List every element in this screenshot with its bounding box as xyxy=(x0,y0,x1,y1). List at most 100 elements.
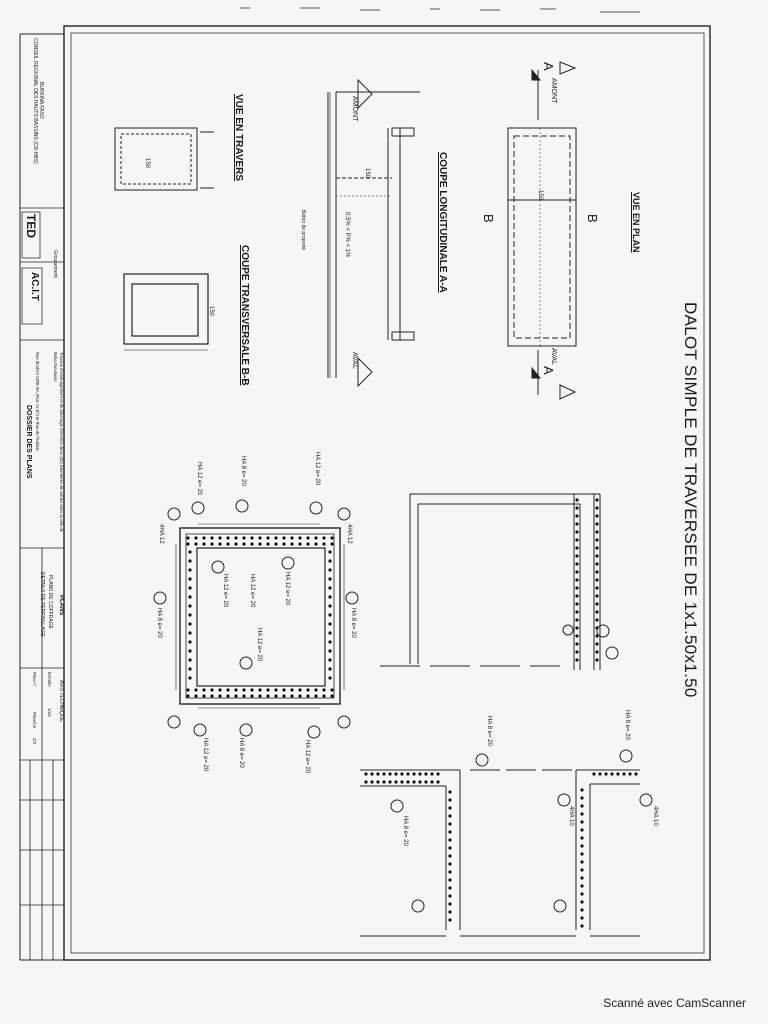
rebar-dot xyxy=(448,894,452,898)
rebar-dot xyxy=(448,902,452,906)
rebar-dot xyxy=(282,536,286,540)
rebar-dot xyxy=(330,536,334,540)
rebar-dot xyxy=(580,924,584,928)
rebar-dot xyxy=(575,610,579,614)
rebar-dot xyxy=(266,536,270,540)
rebar-dot xyxy=(188,658,192,662)
rebar-dot xyxy=(282,542,286,546)
rebar-dot xyxy=(412,772,416,776)
rebar-label-1: HA 12 e= 20 xyxy=(314,452,320,486)
corner-details xyxy=(360,749,653,937)
rebar-dot xyxy=(258,694,262,698)
rebar-dot xyxy=(202,542,206,546)
rebar-label-10b: 4HA 10 xyxy=(652,806,658,826)
rebar-dot xyxy=(322,536,326,540)
rebar-dot xyxy=(298,694,302,698)
rebar-dot xyxy=(394,780,398,784)
tb-planche: 2/2 xyxy=(32,738,37,745)
rebar-dot xyxy=(188,622,192,626)
rebar-dot xyxy=(218,694,222,698)
rebar-dot xyxy=(376,772,380,776)
rebar-dot xyxy=(328,622,332,626)
rebar-dot xyxy=(595,586,599,590)
rebar-dot xyxy=(328,631,332,635)
rebar-dot xyxy=(266,688,270,692)
rebar-dot xyxy=(595,546,599,550)
slope-label: 0.5% < P% < 1% xyxy=(344,212,350,258)
rebar-dot xyxy=(622,772,626,776)
rebar-dot xyxy=(595,530,599,534)
rebar-label-1b: HA 12 e= 20 xyxy=(304,740,310,774)
rebar-dot xyxy=(400,772,404,776)
rebar-label-11: HA 8 e= 20 xyxy=(624,710,630,740)
rebar-dot xyxy=(580,860,584,864)
rebar-dot xyxy=(418,772,422,776)
rebar-dot xyxy=(218,542,222,546)
rebar-dot xyxy=(266,542,270,546)
rebar-dot xyxy=(634,772,638,776)
rebar-dot xyxy=(575,506,579,510)
rebar-dot xyxy=(400,780,404,784)
slab-detail xyxy=(380,493,619,670)
rebar-dot xyxy=(188,604,192,608)
rebar-label-2: HA 12 e= 20 xyxy=(196,462,202,496)
ted-logo xyxy=(21,211,41,259)
rebar-dot xyxy=(575,586,579,590)
rebar-dot xyxy=(575,554,579,558)
rebar-dot xyxy=(188,640,192,644)
rebar-dot xyxy=(382,780,386,784)
rebar-dot xyxy=(210,542,214,546)
rebar-dot xyxy=(580,828,584,832)
rebar-dot xyxy=(328,595,332,599)
rebar-label-5: HA 8 e= 20 xyxy=(156,608,162,638)
rebar-dot xyxy=(188,559,192,563)
rebar-dot xyxy=(234,536,238,540)
rebar-dot xyxy=(382,772,386,776)
tb-ministry: BURKINA FASO xyxy=(38,82,44,119)
plan-view-label: VUE EN PLAN xyxy=(631,192,641,253)
rebar-label-10a: 4HA 10 xyxy=(568,806,574,826)
rebar-dot xyxy=(188,586,192,590)
rebar-dot xyxy=(234,542,238,546)
rebar-dot xyxy=(448,846,452,850)
rebar-dot xyxy=(580,916,584,920)
rebar-dot xyxy=(580,908,584,912)
rebar-dot xyxy=(575,578,579,582)
outer-border xyxy=(63,25,711,961)
rebar-dot xyxy=(575,618,579,622)
rebar-dot xyxy=(580,868,584,872)
cross-view xyxy=(114,127,214,191)
rebar-dot xyxy=(575,514,579,518)
rebar-dot xyxy=(186,536,190,540)
rebar-dot xyxy=(595,642,599,646)
rebar-dot xyxy=(328,550,332,554)
cross-section-label: COUPE TRANSVERSALE B-B xyxy=(239,245,250,386)
rebar-dot xyxy=(595,658,599,662)
rebar-dot xyxy=(274,536,278,540)
rebar-dot xyxy=(328,667,332,671)
cross-section xyxy=(123,273,209,351)
rebar-dot xyxy=(258,688,262,692)
rebar-dot xyxy=(298,542,302,546)
rebar-dot xyxy=(598,772,602,776)
tb-planche-label: Planche xyxy=(32,712,37,729)
rebar-dot xyxy=(448,862,452,866)
rebar-dot xyxy=(328,568,332,572)
tb-echelle-label: Echelle xyxy=(47,672,52,687)
rebar-dot xyxy=(188,631,192,635)
rebar-dot xyxy=(328,649,332,653)
dim-150-cross: 150 xyxy=(144,158,150,169)
rebar-dot xyxy=(328,586,332,590)
rebar-label-2b: HA 12 e= 20 xyxy=(202,738,208,772)
rebar-dot xyxy=(448,806,452,810)
rebar-dot xyxy=(188,595,192,599)
rebar-dot xyxy=(448,910,452,914)
rebar-dot xyxy=(328,577,332,581)
rebar-dot xyxy=(595,514,599,518)
rebar-dot xyxy=(388,780,392,784)
rebar-dot xyxy=(328,559,332,563)
rebar-dot xyxy=(580,836,584,840)
rebar-dot xyxy=(250,536,254,540)
rebar-dot xyxy=(575,530,579,534)
